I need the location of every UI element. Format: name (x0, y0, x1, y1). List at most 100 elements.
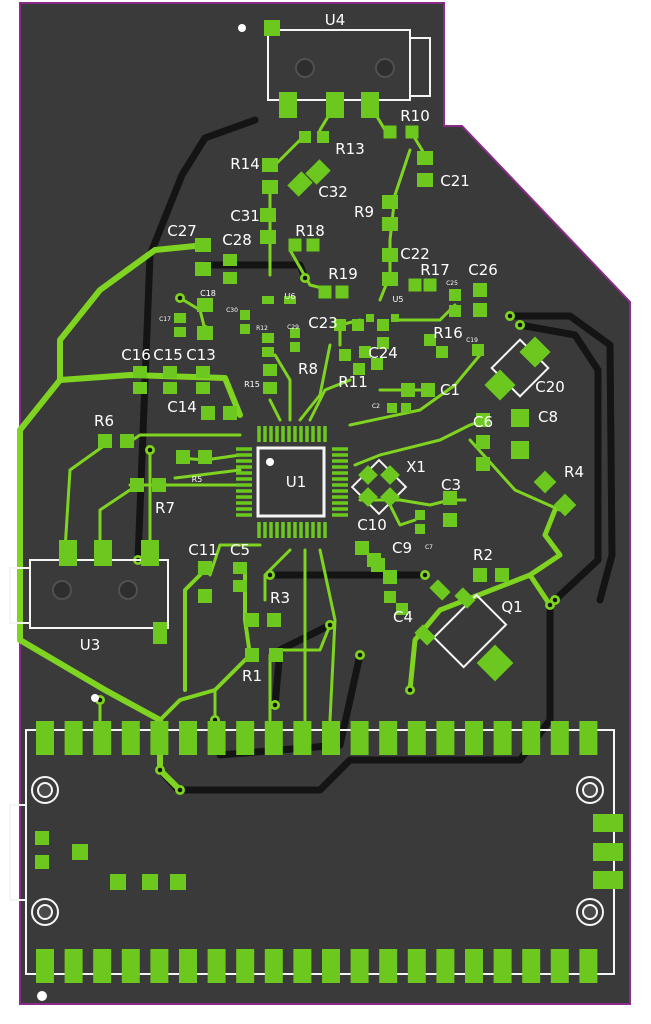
c2-pad (387, 403, 397, 413)
c25-label: C25 (446, 280, 458, 287)
u1-pin (275, 426, 279, 442)
r3-pad (267, 613, 281, 627)
c10-pad (355, 541, 369, 555)
fiducial (37, 991, 47, 1001)
u4-tab (409, 37, 431, 97)
r4-label: R4 (564, 463, 584, 481)
c26-label: C26 (468, 261, 498, 279)
c8-label: C8 (538, 408, 558, 426)
u1-pin (263, 426, 267, 442)
c4-pad (396, 603, 408, 615)
c15-label: C15 (153, 346, 183, 364)
r8-pad (353, 363, 365, 375)
u3-pad (59, 540, 77, 566)
via-hole (407, 687, 413, 693)
r5-label: R5 (192, 475, 203, 484)
c29-pad (290, 328, 300, 338)
u4-pad (326, 92, 344, 118)
r19-pad (335, 285, 349, 299)
u1-pin (263, 522, 267, 538)
c27-pad (195, 262, 211, 276)
c29-pad (290, 342, 300, 352)
u1-pin (236, 465, 252, 469)
c7-label: C7 (425, 544, 433, 551)
u1-pin (281, 426, 285, 442)
u1-pin (332, 453, 348, 457)
header-pad-bottom (121, 949, 140, 983)
u1-pin (269, 426, 273, 442)
u1-pin (332, 501, 348, 505)
x1-pad (380, 465, 400, 485)
component-pads (35, 20, 623, 983)
mounting-hole (576, 776, 604, 804)
u1-pin (257, 426, 261, 442)
u1-pin (323, 522, 327, 538)
header-pad-top (579, 721, 598, 755)
u1-pin (332, 495, 348, 499)
r12-pad (262, 347, 274, 357)
u1-pin (236, 489, 252, 493)
via-hole (547, 602, 553, 608)
c3-pad (443, 491, 457, 505)
c21-label: C21 (440, 172, 470, 190)
c8-pad (511, 409, 529, 427)
c31-label: C31 (230, 207, 260, 225)
u4-pad (361, 92, 379, 118)
header-pad-top (179, 721, 197, 755)
header-pad-bottom (207, 949, 226, 983)
c18-label: C18 (200, 289, 216, 298)
pad (142, 874, 158, 890)
u1-pin (305, 522, 309, 538)
r14-label: R14 (230, 155, 260, 173)
r4-pad (533, 470, 557, 494)
c28-label: C28 (222, 231, 252, 249)
c28-pad (223, 272, 237, 284)
via-hole (267, 572, 273, 578)
r10-label: R10 (400, 107, 430, 125)
header-pad-bottom (150, 949, 169, 983)
u1-pin (287, 426, 291, 442)
c19-label: C19 (466, 337, 478, 344)
mounting-hole-center (37, 782, 53, 798)
u4-label: U4 (325, 11, 346, 29)
c6-pad (476, 413, 490, 427)
x1-pad (358, 487, 378, 507)
u5-label: U5 (393, 295, 404, 304)
c22-pad (382, 272, 398, 286)
header-pad-top (322, 721, 340, 755)
c5-pad (233, 562, 247, 574)
r16-pad (436, 346, 448, 358)
mounting-hole-center (582, 904, 598, 920)
via-hole (157, 767, 163, 773)
r5-pad (176, 450, 190, 464)
pad (35, 831, 49, 845)
header-pad-top (407, 721, 426, 755)
u6-pad (262, 296, 274, 304)
header-pad-top (64, 721, 83, 755)
c23-pad (334, 319, 346, 331)
r7-pad (130, 478, 144, 492)
u1-pin (236, 459, 252, 463)
u1-pin (236, 453, 252, 457)
c15-pad (163, 366, 177, 378)
u1-pin (332, 477, 348, 481)
r18-pad (306, 238, 320, 252)
u1-pin (269, 522, 273, 538)
header-pad-bottom (264, 949, 283, 983)
r18-label: R18 (295, 222, 325, 240)
u1-pin (332, 483, 348, 487)
c14-label: C14 (167, 398, 197, 416)
r9-pad (382, 195, 398, 209)
header-pad-top (379, 721, 398, 755)
u1-pin (236, 495, 252, 499)
u1-pin (293, 522, 297, 538)
via-hole (422, 572, 428, 578)
u4-pad (264, 20, 280, 36)
c3-label: C3 (441, 476, 461, 494)
c25-pad (449, 289, 461, 301)
mounting-hole (576, 898, 604, 926)
u2-tab (9, 804, 27, 901)
fiducial (238, 24, 246, 32)
r16-label: R16 (433, 324, 463, 342)
